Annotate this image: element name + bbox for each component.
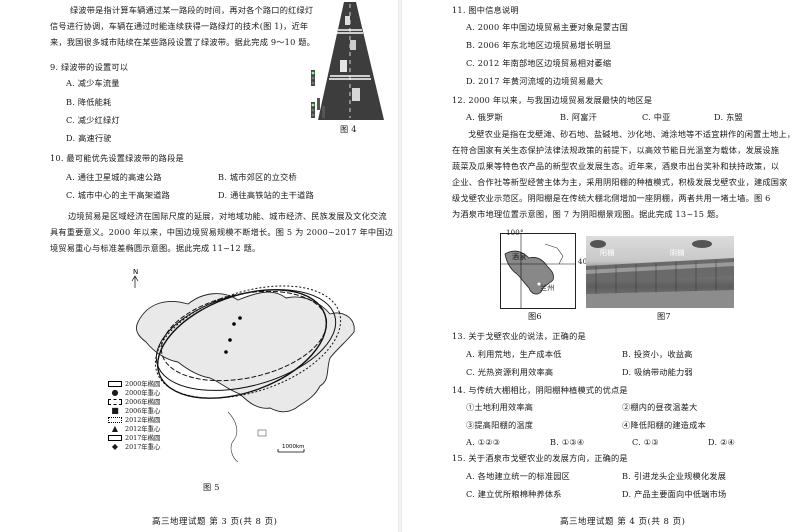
q11-option-a[interactable]: A. 2000 年中国边境贸易主要对象是蒙古国 bbox=[466, 22, 628, 32]
legend-2017-center: 2017年重心 bbox=[125, 443, 161, 451]
q12-option-b[interactable]: B. 阿富汗 bbox=[560, 112, 597, 122]
q13-option-b[interactable]: B. 投资小，收益高 bbox=[622, 349, 693, 359]
ellipse-2012 bbox=[154, 285, 342, 399]
q15-option-b[interactable]: B. 引进龙头企业规模化发展 bbox=[622, 471, 727, 481]
ellipse-2017 bbox=[156, 289, 328, 399]
north-arrow-icon bbox=[131, 275, 139, 288]
scale-label: 1000km bbox=[282, 444, 305, 450]
q10-option-a[interactable]: A. 通往卫星城的高速公路 bbox=[66, 172, 162, 182]
q12-option-d[interactable]: D. 东盟 bbox=[714, 112, 743, 122]
intro1-line-3: 来，我国很多城市陆续在某些路段设置了绿波带。据此完成 9～10 题。 bbox=[50, 37, 316, 47]
fig7-greenhouse-photo bbox=[586, 236, 734, 308]
legend-2006-ellipse: 2006年椭圆 bbox=[125, 398, 161, 406]
q14-item-2: ②棚内的昼夜温差大 bbox=[622, 402, 698, 412]
intro3-line-1: 戈壁农业是指在戈壁滩、砂石地、盐碱地、沙化地、滩涂地等不适宜耕作的闲置土地上， bbox=[468, 129, 794, 139]
intro1-line-2: 信号进行协调，车辆在通过时能连续获得一路绿灯的技术(图 1)，近年 bbox=[50, 21, 309, 31]
legend-2012-center: 2012年重心 bbox=[125, 425, 161, 433]
fig4-road-diagram bbox=[311, 2, 384, 120]
q10-option-d[interactable]: D. 通往高铁站的主干道路 bbox=[218, 190, 314, 200]
q13-option-c[interactable]: C. 光热资源利用效率高 bbox=[466, 367, 554, 377]
intro2-line-1: 边境贸易是区域经济在国际尺度的延展，对地域功能、城市经济、民族发展及文化交流 bbox=[68, 211, 387, 221]
fig6-lanzhou-label: 兰州 bbox=[540, 284, 555, 292]
intro3-line-3: 蔬菜及瓜果等特色农产品的新型农业发展生态。近年来，酒泉市出台奖补和扶持政策，以 bbox=[452, 161, 780, 171]
q15-option-c[interactable]: C. 建立优所粮棉种养体系 bbox=[466, 489, 562, 499]
q14-option-c[interactable]: C. ①③ bbox=[632, 437, 659, 447]
q11-option-c[interactable]: C. 2012 年南部地区边境贸易相对萎缩 bbox=[466, 58, 612, 68]
q15-option-d[interactable]: D. 产品主要面向中低端市场 bbox=[622, 489, 727, 499]
legend-2000-ellipse: 2000年椭圆 bbox=[125, 380, 161, 388]
intro2-line-2: 具有重要意义。2000 年以来，中国边境贸易规模不断增长。图 5 为 2000~… bbox=[50, 227, 394, 237]
fig6-location-map bbox=[500, 233, 576, 309]
fig7-yang-label: 阳棚 bbox=[600, 249, 615, 257]
fig6-caption: 图6 bbox=[528, 311, 542, 321]
q12-option-c[interactable]: C. 中亚 bbox=[642, 112, 671, 122]
q15-option-a[interactable]: A. 各地建立统一的标准园区 bbox=[466, 471, 570, 481]
q14-item-1: ①土地利用效率高 bbox=[466, 402, 534, 412]
fig6-longitude: 100° bbox=[506, 229, 524, 237]
intro3-line-6: 为酒泉市地理位置示意图，图 7 为阴阳棚景观图。据此完成 13~15 题。 bbox=[452, 209, 724, 219]
q11-stem: 11. 图中信息说明 bbox=[452, 5, 519, 15]
intro1-line-1: 绿波带是指计算车辆通过某一路段的时间，再对各个路口的红绿灯 bbox=[70, 5, 314, 15]
page-fold bbox=[398, 0, 402, 532]
fig5-china-map: N 1000km bbox=[131, 268, 355, 463]
intro3-line-2: 在符合国家有关生态保护法律法规政策的前提下，以高效节能日光温室为载体，发展设施 bbox=[452, 145, 780, 155]
fig6-latitude: 40° bbox=[578, 258, 592, 266]
q11-option-b[interactable]: B. 2006 年东北地区边境贸易增长明显 bbox=[466, 40, 612, 50]
q13-option-d[interactable]: D. 吸纳带动能力弱 bbox=[622, 367, 693, 377]
q13-option-a[interactable]: A. 利用荒地，生产成本低 bbox=[466, 349, 562, 359]
footer-page-4: 高三地理试题 第 4 页(共 8 页) bbox=[560, 517, 686, 527]
q9-option-b[interactable]: B. 降低能耗 bbox=[66, 97, 112, 107]
q9-stem: 9. 绿波带的设置可以 bbox=[50, 62, 129, 72]
q10-option-c[interactable]: C. 城市中心的主干高架道路 bbox=[66, 190, 171, 200]
legend-2006-center: 2006年重心 bbox=[125, 407, 161, 415]
footer-page-3: 高三地理试题 第 3 页(共 8 页) bbox=[152, 517, 278, 527]
left-page: 绿波带是指计算车辆通过某一路段的时间，再对各个路口的红绿灯 信号进行协调，车辆在… bbox=[50, 2, 394, 527]
q14-item-3: ③提高阳棚的温度 bbox=[466, 420, 534, 430]
scale-bar bbox=[277, 449, 305, 453]
q14-option-d[interactable]: D. ②④ bbox=[708, 437, 736, 447]
q12-stem: 12. 2000 年以来，与我国边境贸易发展最快的地区是 bbox=[452, 95, 653, 105]
legend-2012-ellipse: 2012年椭圆 bbox=[125, 416, 161, 424]
q11-option-d[interactable]: D. 2017 年黄河流域的边境贸易最大 bbox=[466, 76, 604, 86]
q9-option-d[interactable]: D. 高速行驶 bbox=[66, 133, 112, 143]
q14-option-a[interactable]: A. ①②③ bbox=[466, 437, 501, 447]
fig6-jiuquan-label: 酒泉 bbox=[512, 253, 527, 261]
fig7-caption: 图7 bbox=[657, 311, 671, 321]
intro3-line-4: 企业、合作社等新型经营主体为主，采用阴阳棚的种植模式，积极发展戈壁农业，建成国家 bbox=[452, 177, 788, 187]
q9-option-a[interactable]: A. 减少车流量 bbox=[66, 78, 120, 88]
legend-2000-center: 2000年重心 bbox=[125, 389, 161, 397]
q9-option-c[interactable]: C. 减少红绿灯 bbox=[66, 115, 120, 125]
fig4-caption: 图 4 bbox=[340, 124, 357, 134]
q14-stem: 14. 与传统大棚相比，阴阳棚种植模式的优点是 bbox=[452, 385, 628, 395]
intro3-line-5: 级戈壁农业示范区。阴阳棚是在传统大棚北侧增加一座阴棚，两者共用一堵土墙。图 6 bbox=[452, 193, 771, 203]
q12-option-a[interactable]: A. 俄罗斯 bbox=[466, 112, 503, 122]
q10-stem: 10. 最可能优先设置绿波带的路段是 bbox=[50, 153, 184, 163]
q10-option-b[interactable]: B. 城市郊区的立交桥 bbox=[218, 172, 297, 182]
north-arrow-label: N bbox=[133, 268, 138, 276]
fig7-yin-label: 阴棚 bbox=[670, 249, 685, 257]
right-page: 11. 图中信息说明 A. 2000 年中国边境贸易主要对象是蒙古国 B. 20… bbox=[400, 0, 794, 532]
q13-stem: 13. 关于戈壁农业的说法，正确的是 bbox=[452, 331, 586, 341]
q14-item-4: ④降低阳棚的建造成本 bbox=[622, 420, 706, 430]
fig5-caption: 图 5 bbox=[203, 482, 220, 492]
q15-stem: 15. 关于酒泉市戈壁农业的发展方向，正确的是 bbox=[452, 453, 628, 463]
q14-option-b[interactable]: B. ①③④ bbox=[550, 437, 585, 447]
intro2-line-3: 境贸易重心与标准差椭圆示意图。据此完成 11~12 题。 bbox=[50, 243, 261, 253]
legend-2017-ellipse: 2017年椭圆 bbox=[125, 434, 161, 442]
fig5-legend: 2000年椭圆 ●2000年重心 2006年椭圆 ■2006年重心 2012年椭… bbox=[108, 380, 198, 460]
